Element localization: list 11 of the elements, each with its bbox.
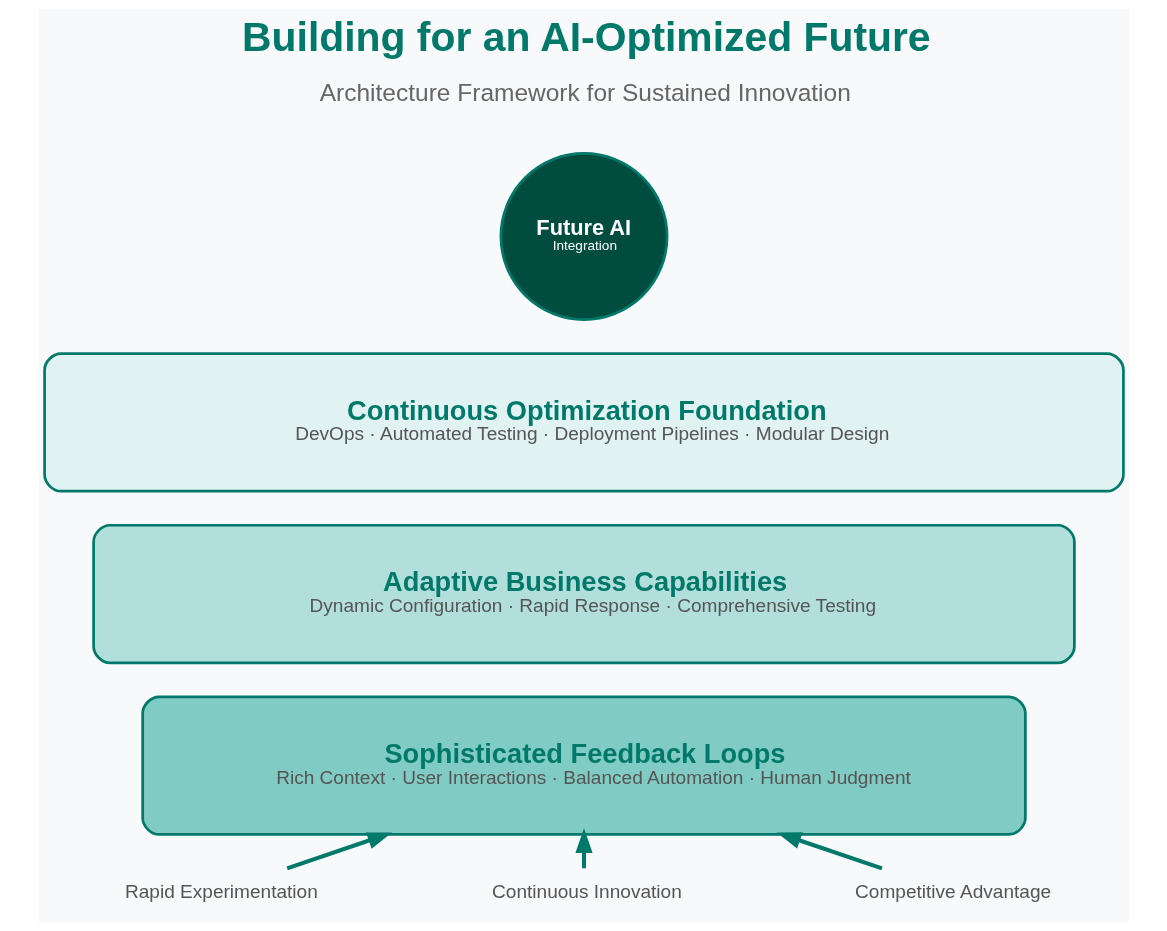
node-box: Continuous Optimization Foundation DevOps · Automated Testing · Deployment Pipelines · Modular Design [42, 351, 1125, 493]
node-text: Continuous Innovation [491, 880, 682, 902]
arrow [286, 831, 392, 870]
node-text: Rapid Experimentation [124, 880, 318, 902]
node-box: Sophisticated Feedback Loops Rich Context · User Interactions · Balanced Automation · Human Judgment [140, 695, 1027, 836]
node-box: Adaptive Business Capabilities Dynamic Configuration · Rapid Response · Comprehensive Testing [91, 523, 1076, 664]
diagram-title: Building for an AI-Optimized Future [241, 13, 931, 60]
node-text: Competitive Advantage [854, 880, 1051, 902]
label: Architecture Framework for Sustained Innovation [319, 78, 851, 106]
arrow [776, 831, 883, 870]
node-circle: Future AI Integration [499, 151, 668, 321]
